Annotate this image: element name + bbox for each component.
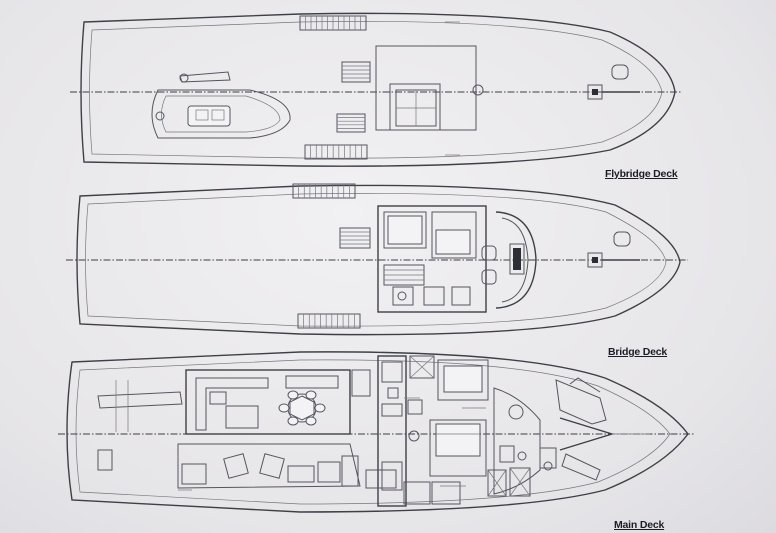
dining-table: [287, 393, 317, 423]
flybridge-hull-outline: [80, 12, 676, 167]
main-deck-label: Main Deck: [614, 519, 665, 531]
salon: [185, 369, 351, 435]
helm-seat-2: [481, 269, 497, 285]
bridge-stairs-top: [292, 183, 356, 199]
flybridge-deck-label: Flybridge Deck: [605, 168, 678, 180]
bridge-stairs-bottom: [297, 313, 361, 329]
helm-seat-1: [481, 245, 497, 261]
main-hull-outline: [66, 351, 689, 513]
flybridge-stairs-bottom: [304, 144, 368, 160]
bridge-hull-outline: [76, 184, 681, 336]
salon-sofa: [195, 377, 269, 431]
main-companionway: [377, 355, 407, 507]
master-cabin: [429, 419, 487, 477]
guest-cabin: [437, 359, 489, 401]
bridge-deck-label: Bridge Deck: [608, 346, 668, 358]
tender-boat: [151, 89, 291, 139]
vip-cabin: [493, 387, 541, 495]
bridge-helm-console: [495, 211, 537, 309]
galley-area: [177, 443, 361, 489]
dining-chairs: [278, 390, 326, 426]
bridge-pilot-house: [377, 205, 487, 313]
